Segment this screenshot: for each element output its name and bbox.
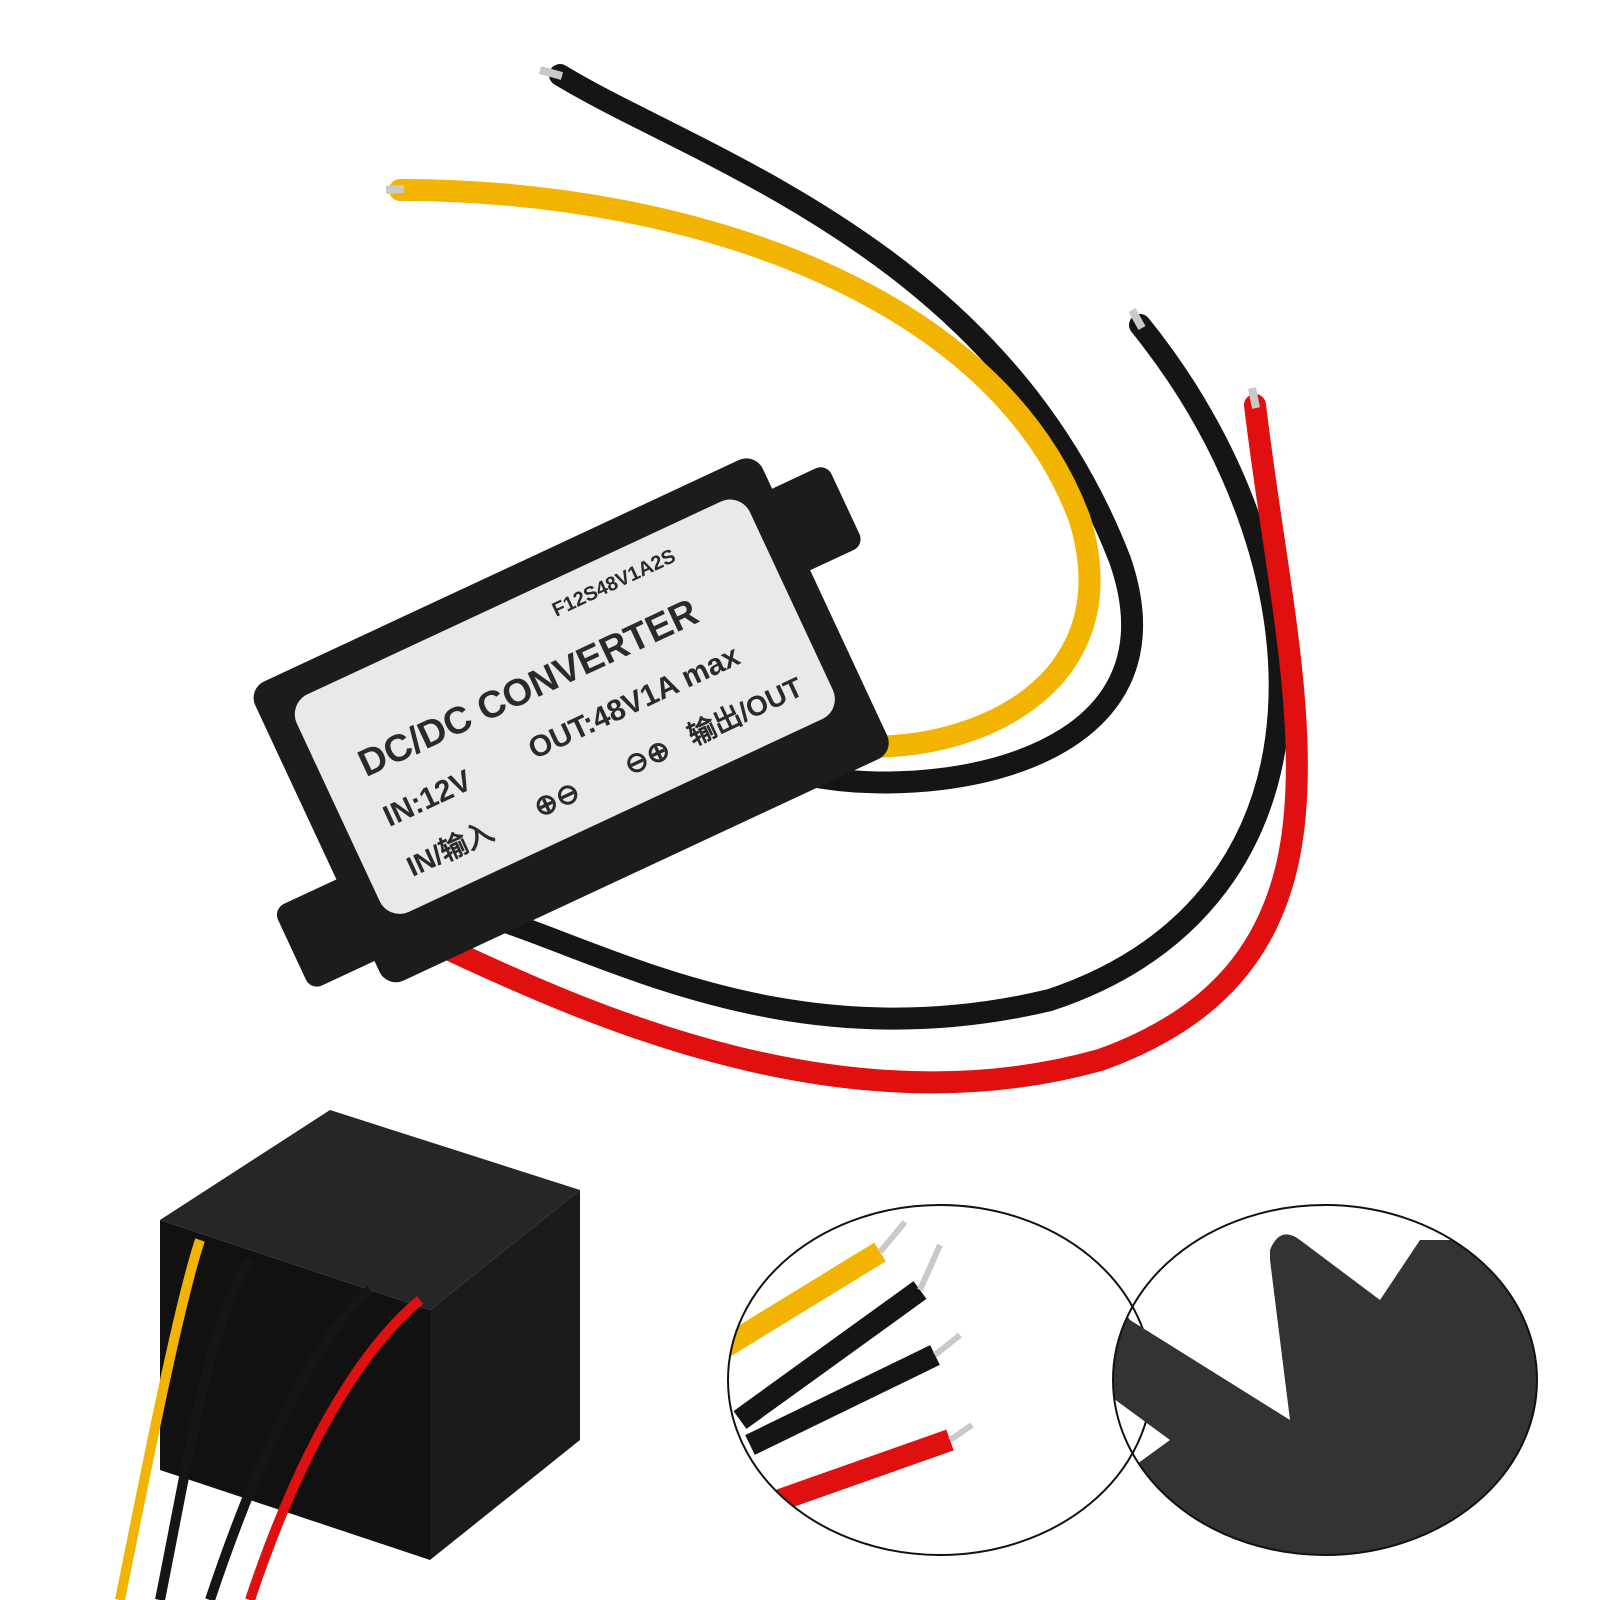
wire-ends-closeup: [727, 1204, 1153, 1556]
converter-housing: F12S48V1A2S DC/DC CONVERTER IN:12V OUT:4…: [253, 458, 889, 987]
product-label: [294, 499, 835, 914]
mounting-tab-closeup: [1112, 1204, 1538, 1556]
top-wires: [385, 64, 1144, 794]
bottom-wires: [439, 308, 1308, 1094]
housing-end-view: [115, 1110, 580, 1600]
